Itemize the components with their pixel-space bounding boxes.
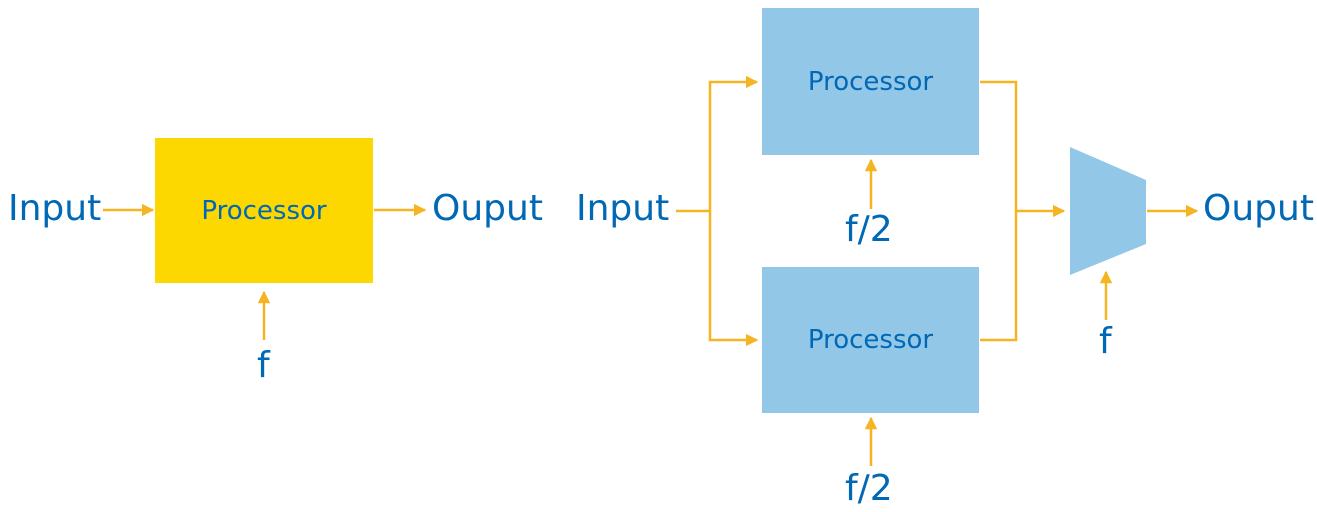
clock-label: f <box>257 345 270 386</box>
processor-bottom-label-wrap: Processor <box>762 267 979 413</box>
processor-top-label-wrap: Processor <box>762 8 979 155</box>
processor-box <box>155 138 373 283</box>
processor-bottom-box <box>762 267 979 413</box>
processor-bottom-label: Processor <box>807 325 934 355</box>
clock-bottom-label: f/2 <box>845 468 893 509</box>
processor-label-wrap: Processor <box>155 138 373 283</box>
input-label: Input <box>8 188 102 229</box>
input-label-right: Input <box>576 188 670 229</box>
mux-shape <box>1070 147 1146 275</box>
output-label: Ouput <box>432 188 543 229</box>
top-to-merge-line <box>980 80 1018 342</box>
processor-top-label: Processor <box>807 66 934 97</box>
split-to-bottom-arrow <box>708 211 759 347</box>
clock-top-label: f/2 <box>845 209 893 250</box>
processor-label: Processor <box>201 195 327 226</box>
processor-top-box <box>762 8 979 155</box>
split-to-top-arrow <box>708 75 759 211</box>
mux-clock-label: f <box>1099 321 1112 362</box>
output-label-right: Ouput <box>1203 188 1314 229</box>
